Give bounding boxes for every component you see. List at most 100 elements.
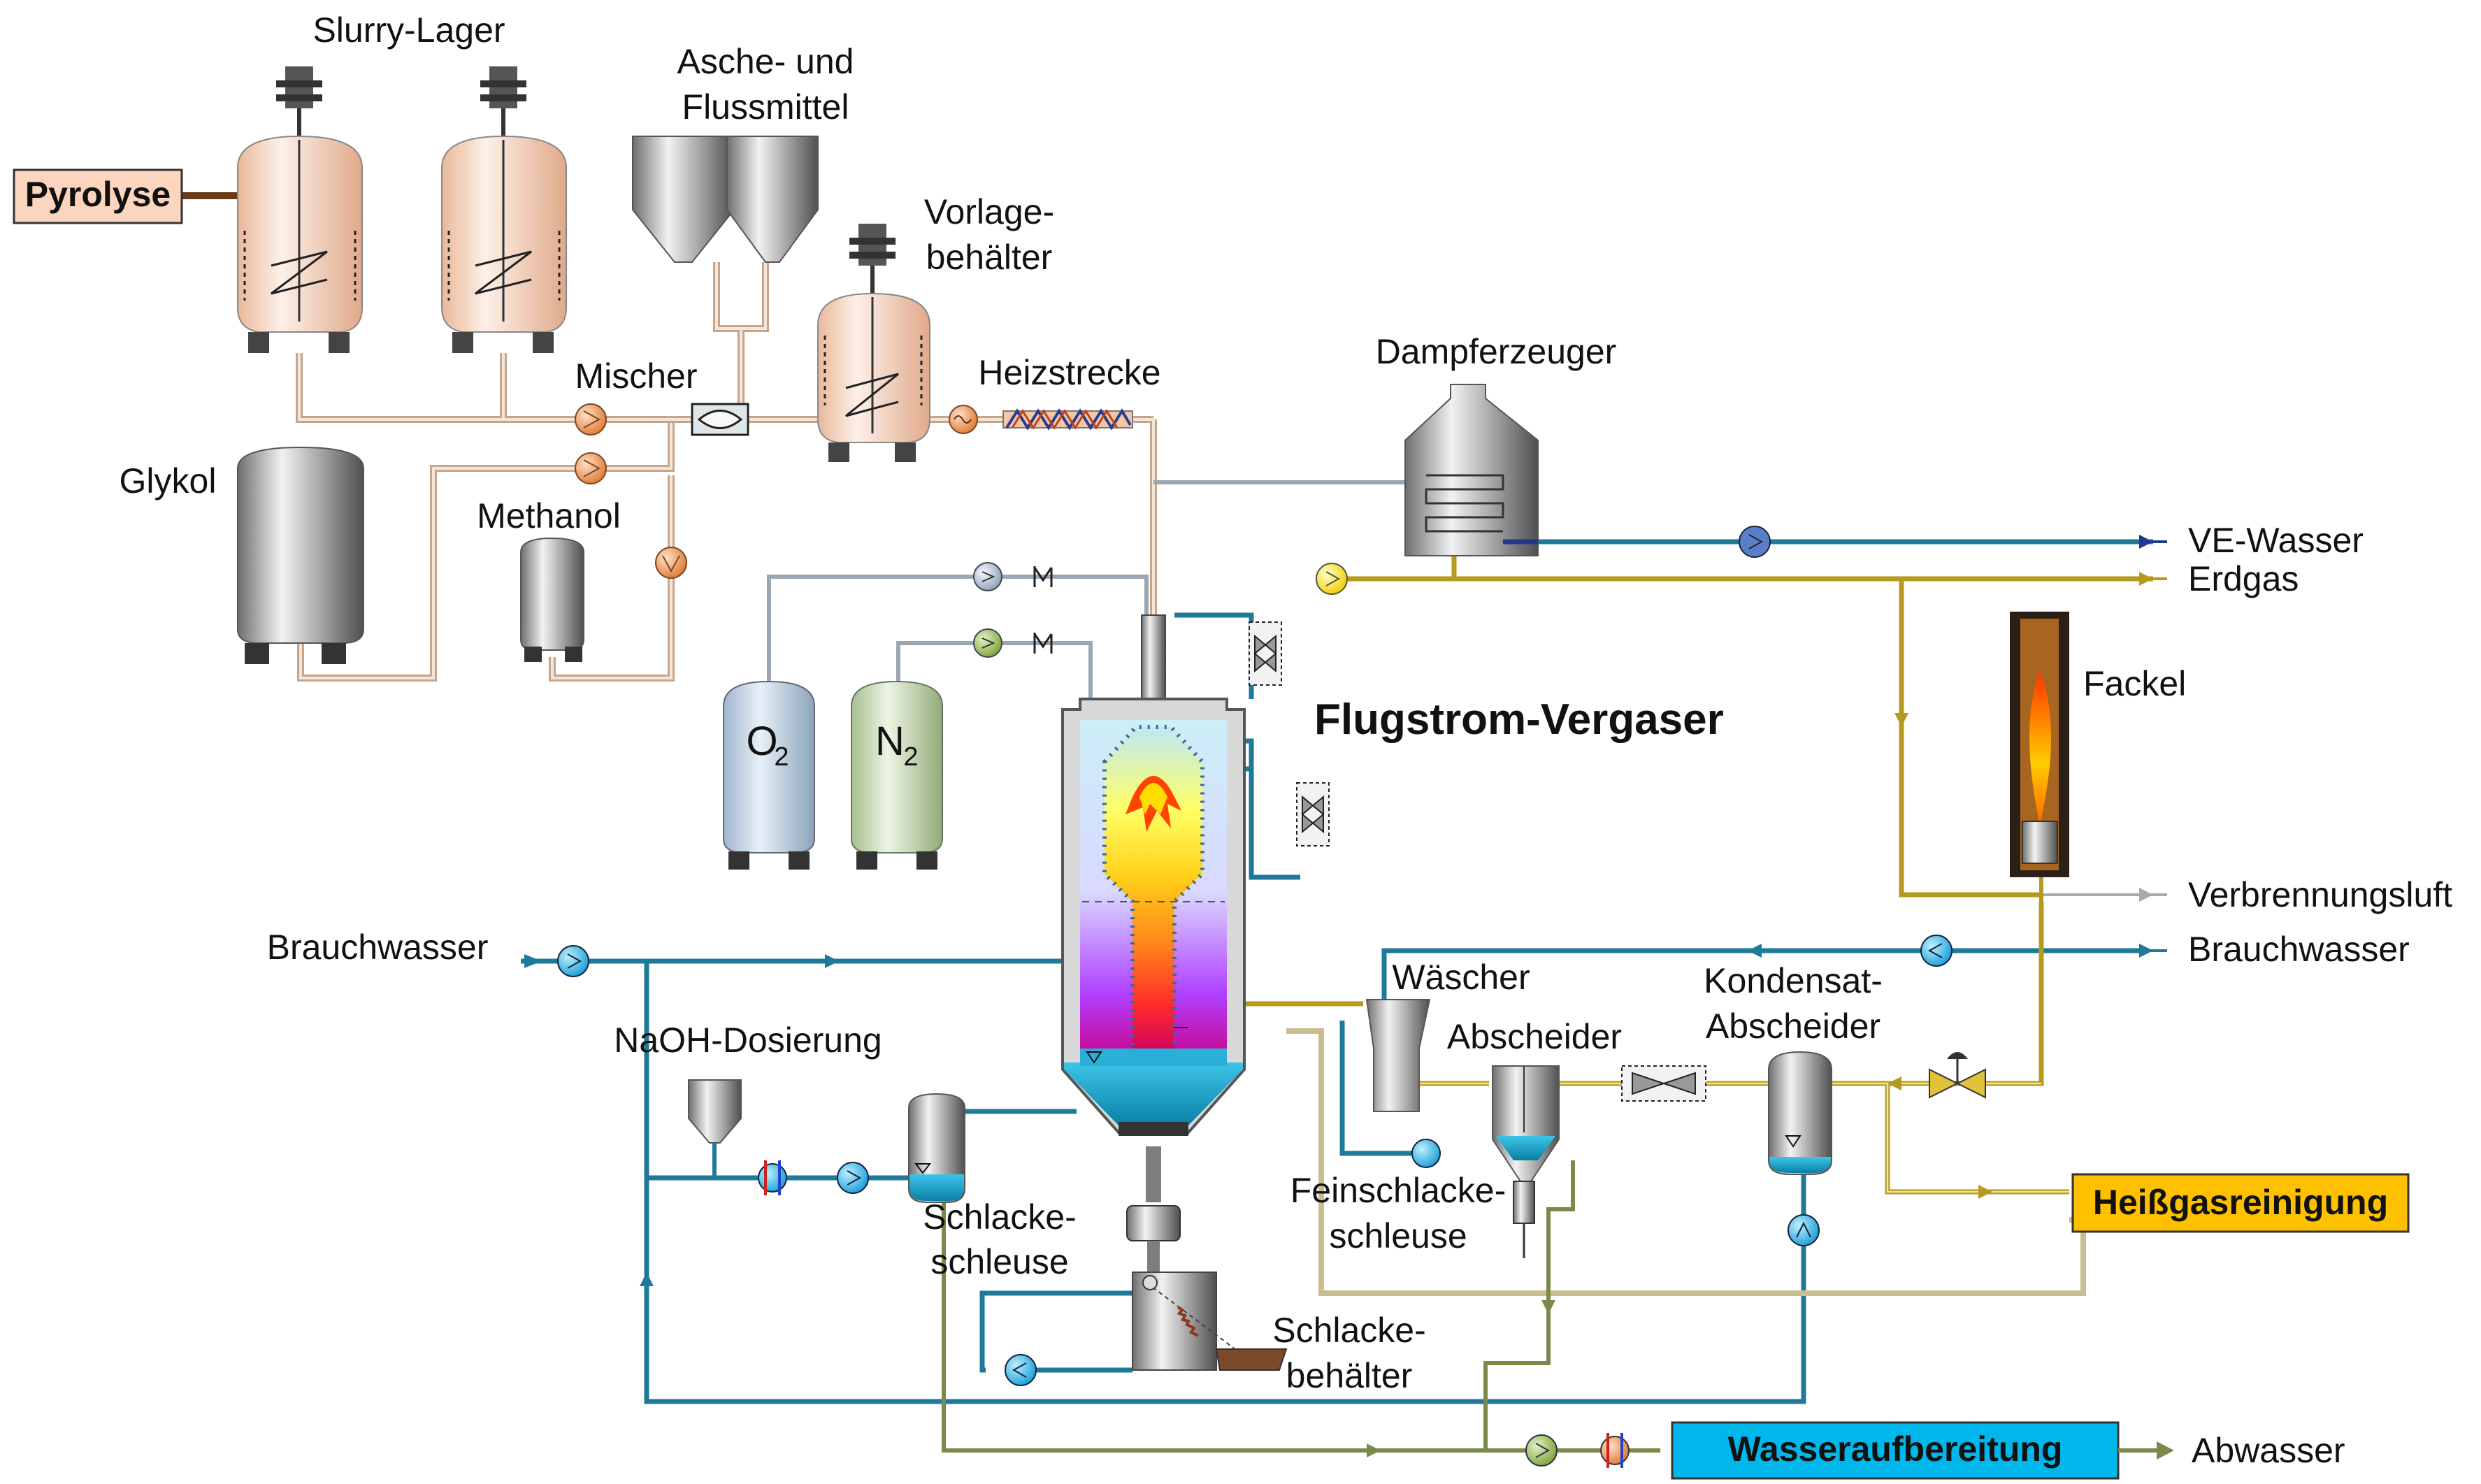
hot-gas-cleaning-label: Heißgasreinigung (2093, 1183, 2388, 1222)
drain-arrow (1541, 1300, 1555, 1314)
condensate-label-2: Abscheider (1706, 1007, 1880, 1046)
flow-arrow-right (1748, 944, 1762, 958)
wastewater-arrow (2157, 1441, 2174, 1460)
naoh-dosing-label: NaOH-Dosierung (614, 1021, 882, 1060)
gasifier-reactor (1061, 614, 1246, 1136)
water-treatment-box: Wasseraufbereitung (1671, 1421, 2120, 1480)
heating-section-label: Heizstrecke (978, 353, 1160, 392)
flare-valve (1929, 1052, 1986, 1099)
service-water-pump-left (557, 945, 589, 977)
slag-container (1132, 1272, 1288, 1371)
pyrolyse-label: Pyrolyse (25, 175, 171, 214)
service-water-arrow (524, 954, 542, 968)
oxygen-flow-meter (1033, 566, 1053, 587)
natural-gas-pump (1316, 563, 1348, 595)
slag-container-label-2: behälter (1286, 1356, 1413, 1395)
natural-gas-label: Erdgas (2188, 559, 2299, 598)
ve-water-pump (1739, 526, 1771, 558)
naoh-heat-exchanger (758, 1160, 787, 1195)
gas-out-arrow (1887, 1076, 1901, 1090)
wastewater-label: Abwasser (2192, 1431, 2345, 1470)
oxygen-compressor (973, 562, 1002, 591)
nitrogen-subscript: 2 (903, 742, 918, 772)
scrubber-label: Wäscher (1392, 958, 1530, 997)
burner-cooling-valve (1249, 621, 1282, 686)
methanol-tank (520, 537, 584, 662)
condensate-label-1: Kondensat- (1704, 961, 1883, 1000)
nitrogen-compressor (973, 628, 1002, 658)
separator (1492, 1065, 1560, 1182)
water-pipes (521, 539, 2153, 1404)
ash-flux-label-1: Asche- und (677, 42, 854, 81)
steam-generator-label: Dampferzeuger (1376, 332, 1617, 371)
oxygen-subscript: 2 (774, 742, 789, 772)
water-treatment-pump (1525, 1434, 1558, 1467)
glykol-pump (575, 452, 607, 484)
mixer-label: Mischer (575, 356, 697, 396)
quench-water-tank (908, 1093, 965, 1203)
fine-slag-label-1: Feinschlacke- (1290, 1171, 1506, 1210)
slurry-pump-1 (575, 403, 607, 435)
gas-filter (1621, 1065, 1706, 1102)
heating-section (1002, 408, 1133, 431)
glycol-tank (237, 446, 364, 664)
slag-loop-pump (1005, 1354, 1037, 1386)
slurry-pipes (296, 262, 1157, 682)
jacket-cooling-valve (1296, 782, 1330, 847)
methanol-label: Methanol (477, 496, 621, 535)
flow-arrow (825, 954, 839, 968)
hot-gas-cleaning-box: Heißgasreinigung (1978, 1173, 2410, 1233)
water-treatment-label: Wasseraufbereitung (1728, 1429, 2063, 1469)
feed-tank-label-2: behälter (926, 238, 1053, 277)
gasifier-title: Flugstrom-Vergaser (1314, 696, 1724, 744)
feed-tank (817, 224, 930, 462)
nitrogen-tank: N 2 (851, 680, 943, 870)
nitrogen-label: N (875, 719, 905, 764)
feed-heater-exchanger (949, 405, 978, 434)
inlet-arrows (2041, 535, 2167, 958)
ash-flux-label-2: Flussmittel (682, 87, 849, 127)
separator-label: Abscheider (1447, 1017, 1622, 1056)
water-treatment-heat-exchanger (1600, 1433, 1630, 1468)
slag-lock-label-1: Schlacke- (923, 1197, 1077, 1237)
nitrogen-flow-meter (1033, 633, 1053, 654)
naoh-pump (837, 1162, 869, 1194)
slurry-storage-label: Slurry-Lager (312, 10, 505, 50)
slurry-tank-1 (237, 66, 363, 353)
flare-label: Fackel (2083, 664, 2186, 703)
combustion-air-label: Verbrennungsluft (2188, 875, 2452, 914)
steam-generator (1404, 384, 1539, 556)
drain-arrow-2 (1367, 1443, 1381, 1457)
gas-arrow (1894, 713, 1908, 727)
slag-container-label-1: Schlacke- (1272, 1311, 1426, 1350)
service-water-right-label: Brauchwasser (2188, 930, 2410, 969)
service-water-left-label: Brauchwasser (267, 928, 489, 967)
fine-slag-lock (1513, 1181, 1535, 1258)
slurry-tank-2 (441, 66, 567, 353)
condensate-separator (1768, 1051, 1832, 1175)
methanol-pump (655, 547, 687, 579)
condensate-pump (1788, 1214, 1820, 1246)
scrubber-pump (1411, 1139, 1441, 1168)
fine-slag-label-2: schleuse (1329, 1216, 1467, 1255)
feed-tank-label-1: Vorlage- (924, 192, 1054, 231)
ash-hopper-1 (632, 136, 735, 263)
o2-n2-lines (767, 480, 1470, 708)
flare-stack (2010, 612, 2069, 877)
slag-lock-label-2: schleuse (930, 1242, 1068, 1281)
ve-water-label: VE-Wasser (2188, 521, 2364, 560)
mixer (691, 403, 749, 436)
pyrolyse-box: Pyrolyse (13, 168, 183, 224)
flux-hopper-2 (726, 136, 819, 263)
slag-lock (1126, 1205, 1181, 1276)
scrubber (1365, 999, 1431, 1112)
slurry-pipe-inner (298, 262, 1155, 679)
oxygen-label: O (746, 719, 777, 764)
glycol-label: Glykol (120, 461, 217, 500)
return-arrow (640, 1272, 654, 1286)
service-water-pump-right (1920, 935, 1953, 967)
oxygen-tank: O 2 (723, 680, 815, 870)
naoh-hopper (688, 1079, 742, 1178)
